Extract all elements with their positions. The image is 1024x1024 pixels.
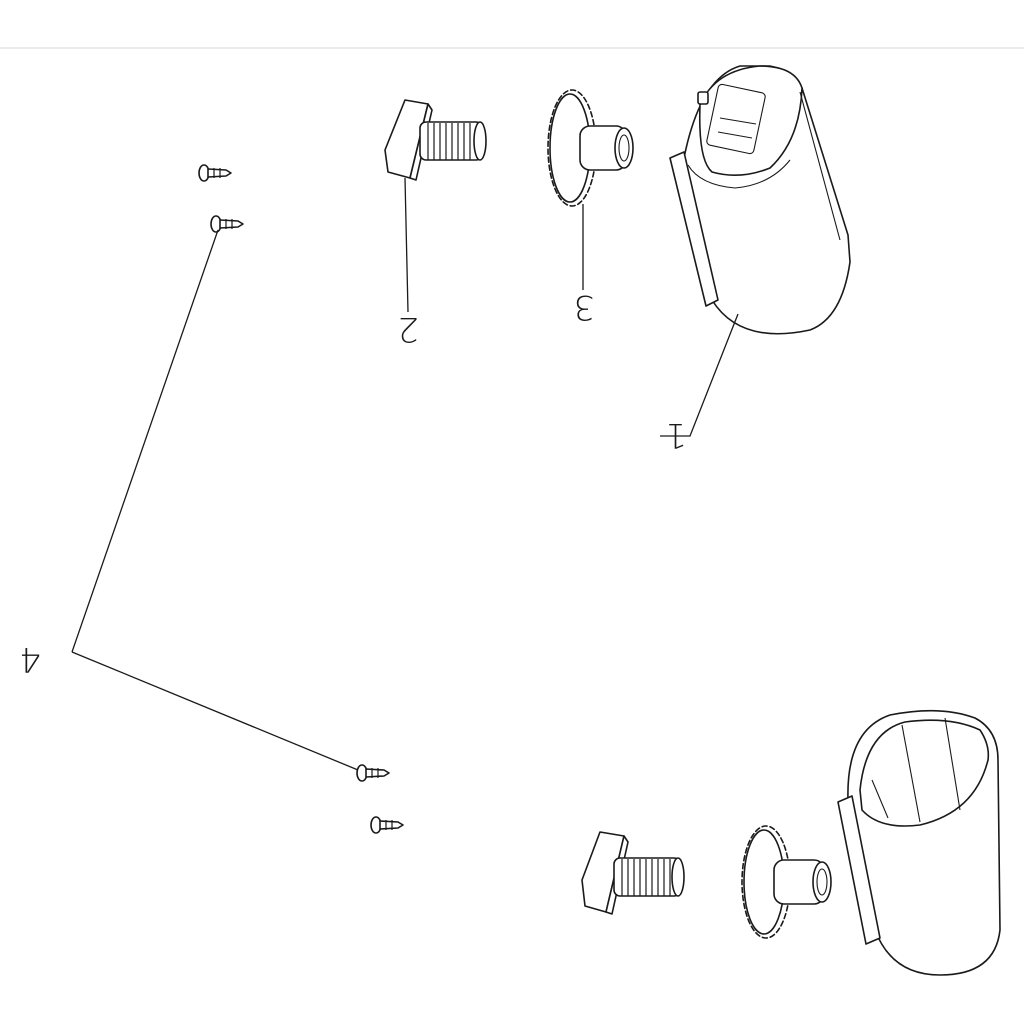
knurled-knob-upper bbox=[547, 89, 634, 207]
leader-line-part-1 bbox=[660, 313, 739, 437]
callout-label-3: 3 bbox=[573, 287, 595, 327]
t-bolt-lower bbox=[581, 831, 685, 915]
clamp-housing-lower bbox=[837, 709, 1001, 976]
knurled-knob-lower bbox=[741, 825, 832, 939]
leader-line-part-4b bbox=[71, 651, 359, 771]
clamp-housing-upper bbox=[669, 65, 851, 335]
screw-4 bbox=[370, 816, 404, 834]
callout-label-2: 2 bbox=[397, 309, 419, 349]
leader-line-part-4a bbox=[71, 229, 219, 653]
screw-3 bbox=[356, 764, 390, 782]
callout-label-1: 1 bbox=[665, 415, 687, 455]
screw-1 bbox=[198, 164, 232, 182]
t-bolt-upper bbox=[384, 99, 487, 181]
screw-2 bbox=[210, 215, 244, 233]
leader-line-part-2 bbox=[404, 177, 409, 313]
callout-label-4: 4 bbox=[19, 639, 41, 679]
